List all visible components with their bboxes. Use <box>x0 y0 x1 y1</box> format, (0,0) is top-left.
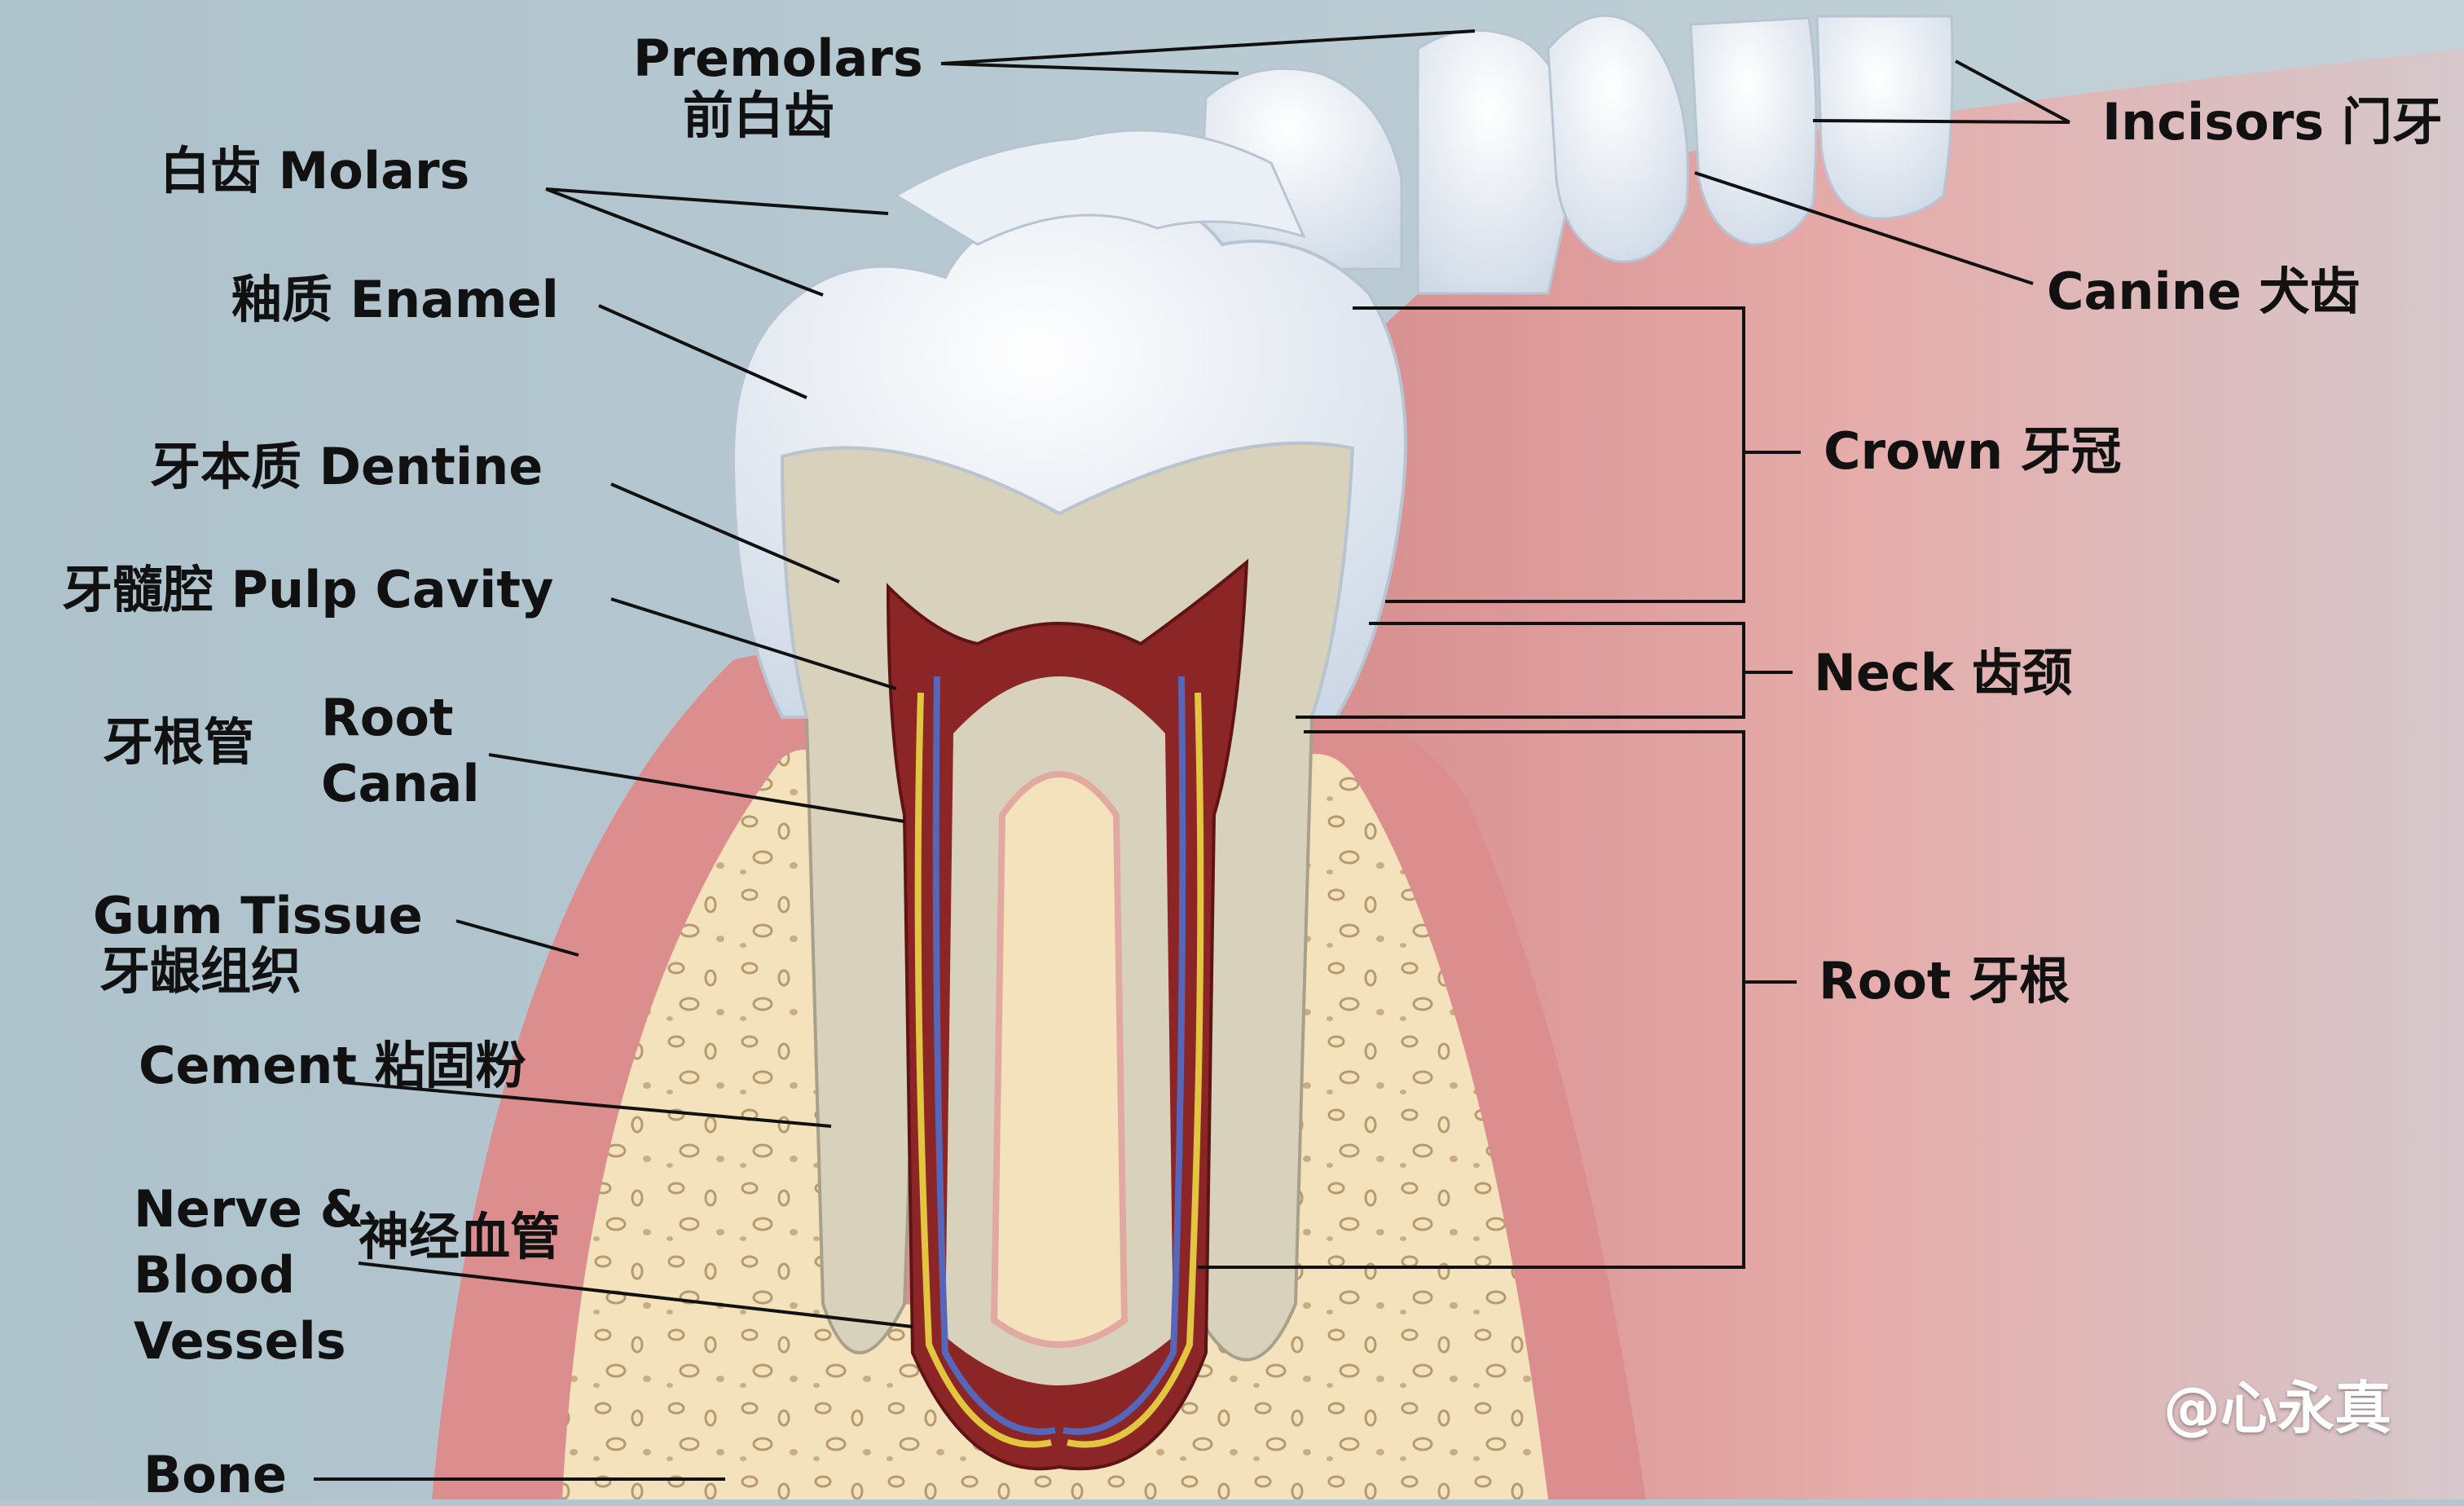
leader-molars-2 <box>545 187 824 297</box>
leader-root-canal <box>488 753 905 823</box>
bracket-crown <box>1353 306 1745 603</box>
label-root-canal-en-2: Canal <box>321 754 480 813</box>
label-molars: 白齿 Molars <box>160 141 470 200</box>
label-gum-tissue-en: Gum Tissue <box>93 886 423 945</box>
label-root-canal-cn: 牙根管 <box>103 712 255 772</box>
incisor-teeth <box>1689 15 1954 246</box>
label-dentine: 牙本质 Dentine <box>150 437 543 496</box>
leader-pulp <box>610 597 897 690</box>
watermark: @心永真 <box>2163 1375 2391 1442</box>
leader-molars <box>545 187 889 215</box>
nerve-and-vessels <box>914 676 1204 1448</box>
label-root: Root 牙根 <box>1819 951 2070 1011</box>
label-nerve-1: Nerve & <box>134 1179 364 1239</box>
leader-incisors <box>1955 59 2070 124</box>
label-gum-tissue-cn: 牙龈组织 <box>99 941 302 1001</box>
leader-nerve <box>358 1262 913 1328</box>
leader-dentine <box>610 482 840 583</box>
label-pulp-cavity: 牙髓腔 Pulp Cavity <box>62 560 554 619</box>
leader-incisors-2 <box>1812 119 2070 124</box>
label-canine: Canine 犬齿 <box>2047 262 2361 321</box>
bracket-neck <box>1296 622 1745 719</box>
leader-canine <box>1694 171 2034 285</box>
label-premolars-en: Premolars <box>633 29 923 88</box>
bracket-root <box>1198 730 1745 1269</box>
label-nerve-cn: 神经血管 <box>359 1207 561 1266</box>
label-bone: Bone <box>143 1445 288 1504</box>
leader-enamel <box>598 304 807 399</box>
label-root-canal-en-1: Root <box>321 688 454 747</box>
leader-premolars-2 <box>940 62 1239 75</box>
label-enamel: 釉质 Enamel <box>231 270 559 329</box>
leader-premolars <box>940 29 1476 65</box>
label-incisors: Incisors 门牙 <box>2102 92 2443 152</box>
leader-gum <box>455 919 579 957</box>
label-nerve-3: Vessels <box>134 1311 346 1371</box>
label-premolars-cn: 前白齿 <box>683 86 835 145</box>
leader-lines <box>314 29 2070 1481</box>
canine-tooth <box>1547 14 1689 263</box>
label-crown: Crown 牙冠 <box>1824 421 2122 481</box>
leader-cement <box>341 1081 832 1128</box>
label-nerve-2: Blood <box>134 1245 296 1305</box>
label-cement: Cement 粘固粉 <box>139 1036 526 1095</box>
label-neck: Neck 齿颈 <box>1814 643 2073 702</box>
